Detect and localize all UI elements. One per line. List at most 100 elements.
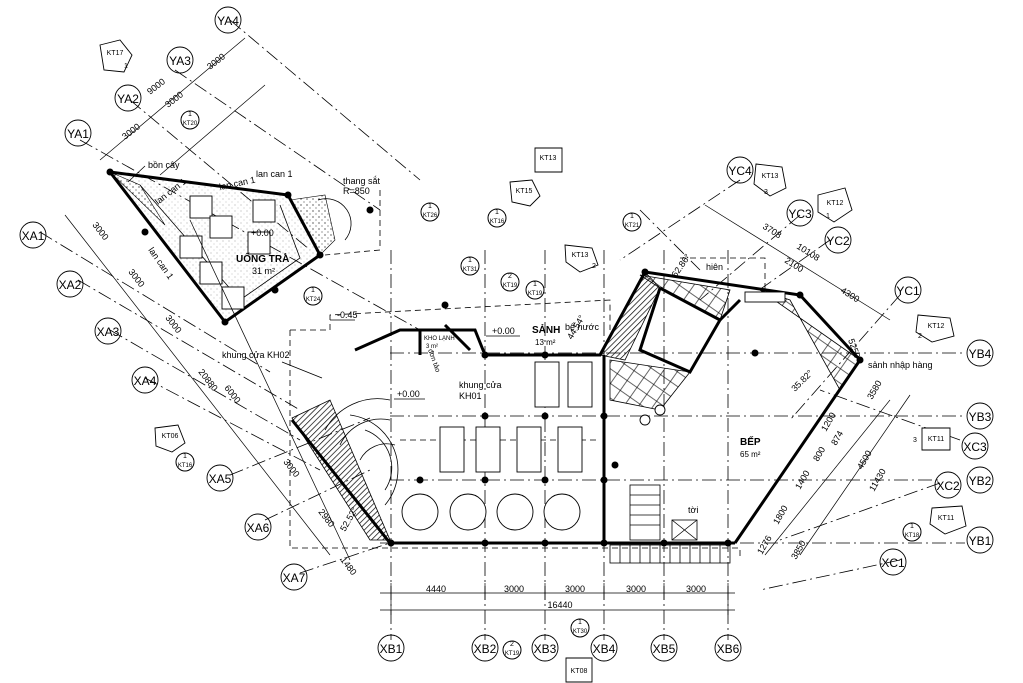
svg-text:-0.45: -0.45 bbox=[337, 310, 358, 320]
grid-bubble-xa2: XA2 bbox=[56, 270, 84, 298]
svg-text:YB1: YB1 bbox=[969, 534, 992, 548]
grid-bubble-ya2: YA2 bbox=[114, 84, 142, 112]
svg-text:9000: 9000 bbox=[145, 76, 167, 96]
svg-text:KT16: KT16 bbox=[178, 463, 193, 469]
svg-text:KT30: KT30 bbox=[573, 629, 588, 635]
tag-kt06: KT06 bbox=[154, 424, 186, 453]
svg-text:XA7: XA7 bbox=[283, 571, 306, 585]
svg-text:3000: 3000 bbox=[504, 584, 524, 594]
grid-bubble-xb5: XB5 bbox=[650, 634, 678, 662]
svg-text:2: 2 bbox=[508, 273, 512, 280]
svg-text:YA4: YA4 bbox=[217, 14, 239, 28]
tag-kt13a: KT13 bbox=[534, 147, 563, 173]
svg-text:+0.00: +0.00 bbox=[397, 389, 420, 399]
svg-text:bồn cây: bồn cây bbox=[148, 160, 180, 170]
grid-bubble-xb4: XB4 bbox=[590, 634, 618, 662]
grid-bubble-xc3: XC3 bbox=[961, 432, 989, 460]
svg-text:1: 1 bbox=[188, 111, 192, 118]
svg-text:XB1: XB1 bbox=[380, 642, 403, 656]
spiral-stair bbox=[317, 198, 399, 506]
svg-text:KT06: KT06 bbox=[162, 433, 179, 440]
grid-bubble-xb6: XB6 bbox=[714, 634, 742, 662]
svg-text:KT18: KT18 bbox=[905, 533, 920, 539]
svg-text:khung cửa KH02: khung cửa KH02 bbox=[222, 350, 290, 360]
svg-text:KT19: KT19 bbox=[505, 651, 520, 657]
svg-text:XC3: XC3 bbox=[963, 440, 987, 454]
svg-text:1: 1 bbox=[910, 523, 914, 530]
room-kho-lanh-area: 3 m² bbox=[426, 344, 438, 350]
svg-text:1: 1 bbox=[630, 213, 634, 220]
svg-text:1: 1 bbox=[495, 209, 499, 216]
svg-text:XB6: XB6 bbox=[717, 642, 740, 656]
svg-text:3: 3 bbox=[913, 437, 917, 444]
svg-text:2: 2 bbox=[510, 641, 514, 648]
grid-bubble-yb4: YB4 bbox=[966, 339, 994, 367]
svg-text:2: 2 bbox=[918, 333, 922, 340]
svg-text:3000: 3000 bbox=[686, 584, 706, 594]
svg-text:3000: 3000 bbox=[281, 457, 301, 479]
grid-bubbles: YA4 YA3 YA2 YA1 XA1 XA2 XA3 XA4 XA5 XA6 … bbox=[19, 6, 994, 662]
room-kho-lanh: KHO LẠNH bbox=[424, 336, 455, 342]
svg-text:KT13: KT13 bbox=[762, 173, 779, 180]
tag-kt08: KT08 bbox=[565, 657, 593, 683]
svg-text:3000: 3000 bbox=[163, 89, 185, 109]
svg-text:1: 1 bbox=[533, 281, 537, 288]
svg-text:20880: 20880 bbox=[196, 367, 219, 393]
svg-text:1: 1 bbox=[124, 63, 128, 70]
grid-bubble-xb1: XB1 bbox=[377, 634, 405, 662]
svg-text:YC4: YC4 bbox=[728, 164, 752, 178]
svg-text:KT20: KT20 bbox=[183, 121, 198, 127]
svg-text:sảnh nhập hàng: sảnh nhập hàng bbox=[868, 360, 933, 370]
svg-text:KT11: KT11 bbox=[928, 436, 944, 443]
grid-bubble-yc1: YC1 bbox=[894, 276, 922, 304]
svg-text:hiên: hiên bbox=[706, 262, 723, 272]
svg-text:KT26: KT26 bbox=[423, 213, 438, 219]
hatched-areas bbox=[289, 194, 861, 541]
level-marks: +0.00 +0.00 +0.00 -0.45 bbox=[251, 228, 520, 400]
room-labels: UỐNG TRÀ 31 m² SẢNH 13 m² BẾP 65 m² KHO … bbox=[236, 251, 761, 459]
grid-bubble-ya4: YA4 bbox=[214, 6, 242, 34]
svg-text:YC3: YC3 bbox=[788, 207, 812, 221]
svg-text:KT24: KT24 bbox=[306, 297, 321, 303]
furniture bbox=[179, 195, 786, 531]
dimension-lines bbox=[64, 37, 911, 615]
svg-text:1: 1 bbox=[183, 453, 187, 460]
svg-text:62.86°: 62.86° bbox=[669, 252, 692, 279]
svg-text:YA3: YA3 bbox=[169, 54, 191, 68]
svg-text:YA2: YA2 bbox=[117, 92, 139, 106]
svg-text:YC2: YC2 bbox=[826, 234, 850, 248]
svg-text:XC2: XC2 bbox=[936, 479, 960, 493]
svg-text:XA1: XA1 bbox=[22, 229, 45, 243]
svg-text:4300: 4300 bbox=[839, 285, 861, 304]
svg-text:thang sắt: thang sắt bbox=[343, 176, 381, 186]
svg-text:khung cửa: khung cửa bbox=[459, 380, 502, 390]
svg-text:3000: 3000 bbox=[120, 121, 142, 141]
svg-text:4440: 4440 bbox=[426, 584, 446, 594]
svg-text:1: 1 bbox=[428, 203, 432, 210]
grid-bubble-yb2: YB2 bbox=[966, 466, 994, 494]
svg-text:KT19: KT19 bbox=[528, 291, 543, 297]
svg-text:XC1: XC1 bbox=[881, 556, 905, 570]
columns bbox=[106, 168, 864, 547]
grid-bubble-xa3: XA3 bbox=[94, 317, 122, 345]
grid-bubble-xb2: XB2 bbox=[471, 634, 499, 662]
svg-text:874: 874 bbox=[829, 429, 845, 447]
grid-bubble-xc2: XC2 bbox=[934, 471, 962, 499]
grid-bubble-xb3: XB3 bbox=[531, 634, 559, 662]
svg-text:XB3: XB3 bbox=[534, 642, 557, 656]
svg-text:KT08: KT08 bbox=[571, 668, 588, 675]
svg-text:bể nước: bể nước bbox=[565, 322, 599, 332]
room-bep: BẾP bbox=[740, 435, 761, 448]
